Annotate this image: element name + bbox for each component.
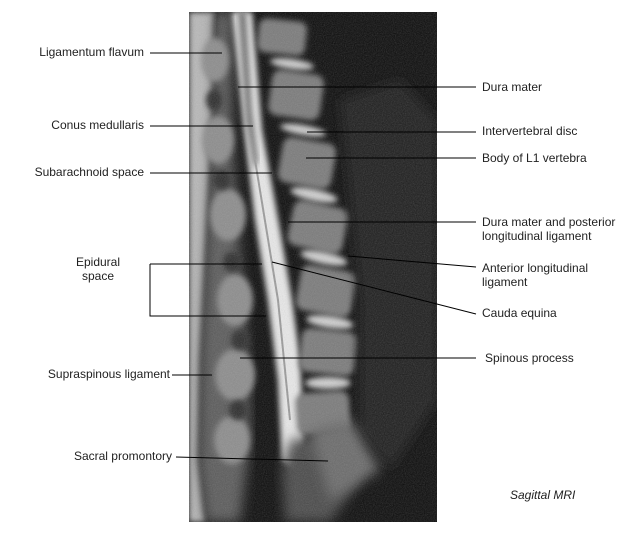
label-dura-pll: Dura mater and posterior longitudinal li… xyxy=(482,215,615,243)
label-all-line2: ligament xyxy=(482,275,528,289)
leader-epidural-space xyxy=(149,263,266,317)
label-dura-pll-line1: Dura mater and posterior xyxy=(482,215,616,229)
leader-sacral-promontory xyxy=(175,456,329,462)
label-supraspinous-ligament: Supraspinous ligament xyxy=(47,367,170,381)
leader-lines xyxy=(149,52,477,462)
label-dura-mater: Dura mater xyxy=(482,80,543,94)
label-subarachnoid-space: Subarachnoid space xyxy=(34,165,144,179)
label-intervertebral-disc: Intervertebral disc xyxy=(482,124,578,138)
label-epidural-space: Epidural space xyxy=(68,255,128,283)
label-body-l1-vertebra: Body of L1 vertebra xyxy=(482,151,587,165)
label-epidural-line1: Epidural xyxy=(75,255,121,269)
label-ligamentum-flavum: Ligamentum flavum xyxy=(39,45,144,59)
label-epidural-line2: space xyxy=(81,269,115,283)
label-cauda-equina: Cauda equina xyxy=(482,306,557,320)
label-conus-medullaris: Conus medullaris xyxy=(51,118,144,132)
label-anterior-longitudinal-ligament: Anterior longitudinal ligament xyxy=(482,261,588,289)
mri-region xyxy=(189,12,437,522)
figure-caption: Sagittal MRI xyxy=(510,488,576,502)
label-all-line1: Anterior longitudinal xyxy=(482,261,589,275)
label-dura-pll-line2: longitudinal ligament xyxy=(482,229,592,243)
label-sacral-promontory: Sacral promontory xyxy=(73,449,172,463)
label-spinous-process: Spinous process xyxy=(485,351,574,365)
leader-anterior-longitudinal-ligament xyxy=(347,255,477,268)
leader-cauda-equina xyxy=(271,261,477,315)
